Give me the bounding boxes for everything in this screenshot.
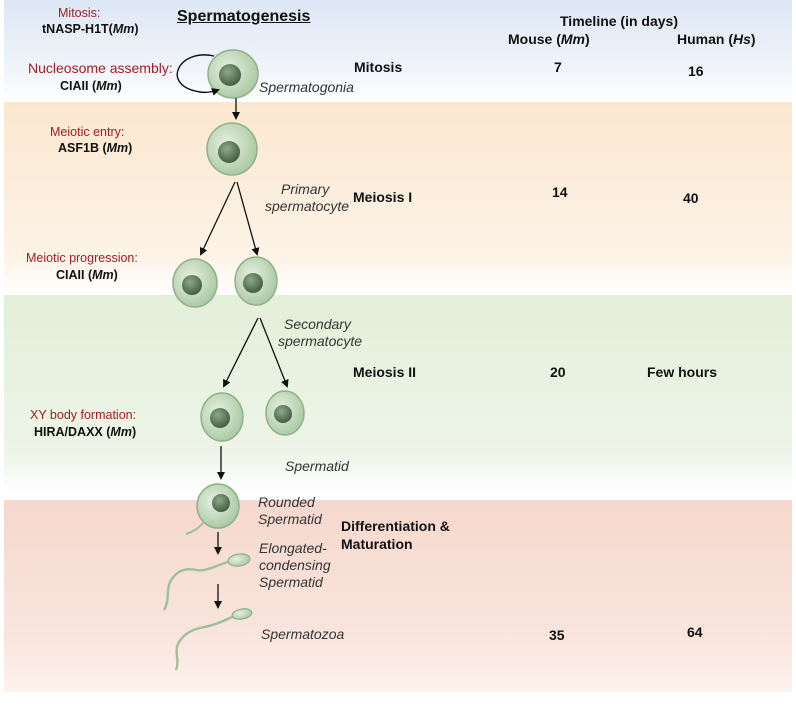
ciaii-mm-2: Mm [92,268,114,282]
asf1b-close: ) [128,141,133,155]
spermatid-cell-right [265,390,305,436]
human-label: Human ( [677,31,733,47]
primary-spermatocyte-label-2: spermatocyte [265,198,350,214]
ciaii-close-2: ) [113,268,118,282]
stage-differentiation-line1: Differentiation & [341,518,450,534]
human-abbr: Hs [733,31,751,47]
secondary-spermatocyte-cell-left [172,258,218,308]
stage-differentiation-line2: Maturation [341,536,413,552]
arrow-primary-left [199,181,236,256]
hira-close: ) [131,425,137,439]
mouse-days-meiosis-1: 14 [552,184,568,200]
tnasp-text: tNASP-H1T( [42,22,113,36]
human-days-meiosis-1: 40 [683,190,699,206]
timeline-header: Timeline (in days) [560,13,678,29]
stage-mitosis: Mitosis [354,59,403,75]
spermatozoa-label: Spermatozoa [261,626,345,642]
hira-mm: Mm [110,425,132,439]
mouse-days-differentiation: 35 [549,627,565,643]
meiotic-entry-label: Meiotic entry: [50,125,125,139]
stage-meiosis-2: Meiosis II [353,364,417,380]
ciaii-meiosis-label: CIAII (Mm) [56,268,118,282]
rounded-spermatid-cell [185,483,240,535]
ciaii-mitosis-label: CIAII (Mm) [60,79,122,93]
meiosis-1-band [4,102,792,295]
xy-body-label: XY body formation: [30,408,137,422]
mouse-label: Mouse ( [508,31,561,47]
rounded-spermatid-label-2: Spermatid [258,511,322,527]
tnasp-label: tNASP-H1T(Mm) [42,22,139,36]
elongated-spermatid-label-1: Elongated- [259,540,327,556]
ciaii-mm-1: Mm [96,79,118,93]
asf1b-mm: Mm [106,141,129,155]
mitosis-band [4,0,792,102]
asf1b-label: ASF1B (Mm) [58,141,132,155]
primary-spermatocyte-label-1: Primary [281,181,330,197]
meiosis-2-band [4,295,792,493]
diagram-title: Spermatogenesis [177,8,311,25]
human-days-meiosis-2: Few hours [647,364,718,380]
mouse-days-mitosis: 7 [554,59,562,75]
spermatogonia-cell [207,49,259,99]
tnasp-mm: Mm [112,22,135,36]
differentiation-band [4,500,792,692]
human-days-mitosis: 16 [688,63,704,79]
spermatid-label: Spermatid [285,458,349,474]
asf1b-text: ASF1B ( [58,141,107,155]
secondary-spermatocyte-label-1: Secondary [284,316,351,332]
arrow-secondary-right [259,317,289,388]
human-close: ) [750,31,756,47]
nucleosome-assembly-label: Nucleosome assembly: [28,60,173,76]
secondary-spermatocyte-cell-right [234,256,278,306]
meiotic-progression-label: Meiotic progression: [26,251,138,265]
tnasp-close: ) [134,22,139,36]
ciaii-text-1: CIAII ( [60,79,97,93]
elongated-spermatid-label-3: Spermatid [259,574,323,590]
hira-daxx-label: HIRA/DAXX (Mm) [34,425,136,439]
mouse-close: ) [585,31,590,47]
secondary-spermatocyte-label-2: spermatocyte [278,333,363,349]
ciaii-text-2: CIAII ( [56,268,93,282]
spermatozoa-cell [174,608,253,671]
spermatid-cell-left [200,392,244,442]
primary-spermatocyte-cell [206,122,258,176]
arrow-secondary-left [223,317,259,388]
human-column-header: Human (Hs) [677,31,756,47]
spermatogonia-label: Spermatogonia [259,79,354,95]
mitosis-label: Mitosis: [58,6,101,20]
mouse-abbr: Mm [560,31,586,47]
ciaii-close-1: ) [117,79,122,93]
elongated-spermatid-cell [162,553,251,611]
mouse-days-meiosis-2: 20 [550,364,566,380]
arrow-primary-right [236,181,260,256]
self-renewal-arrow [176,54,220,96]
stage-meiosis-1: Meiosis I [353,189,413,205]
mouse-column-header: Mouse (Mm) [508,31,590,47]
elongated-spermatid-label-2: condensing [259,557,331,573]
rounded-spermatid-label-1: Rounded [258,494,315,510]
human-days-differentiation: 64 [687,624,703,640]
hira-text: HIRA/DAXX ( [34,425,111,439]
